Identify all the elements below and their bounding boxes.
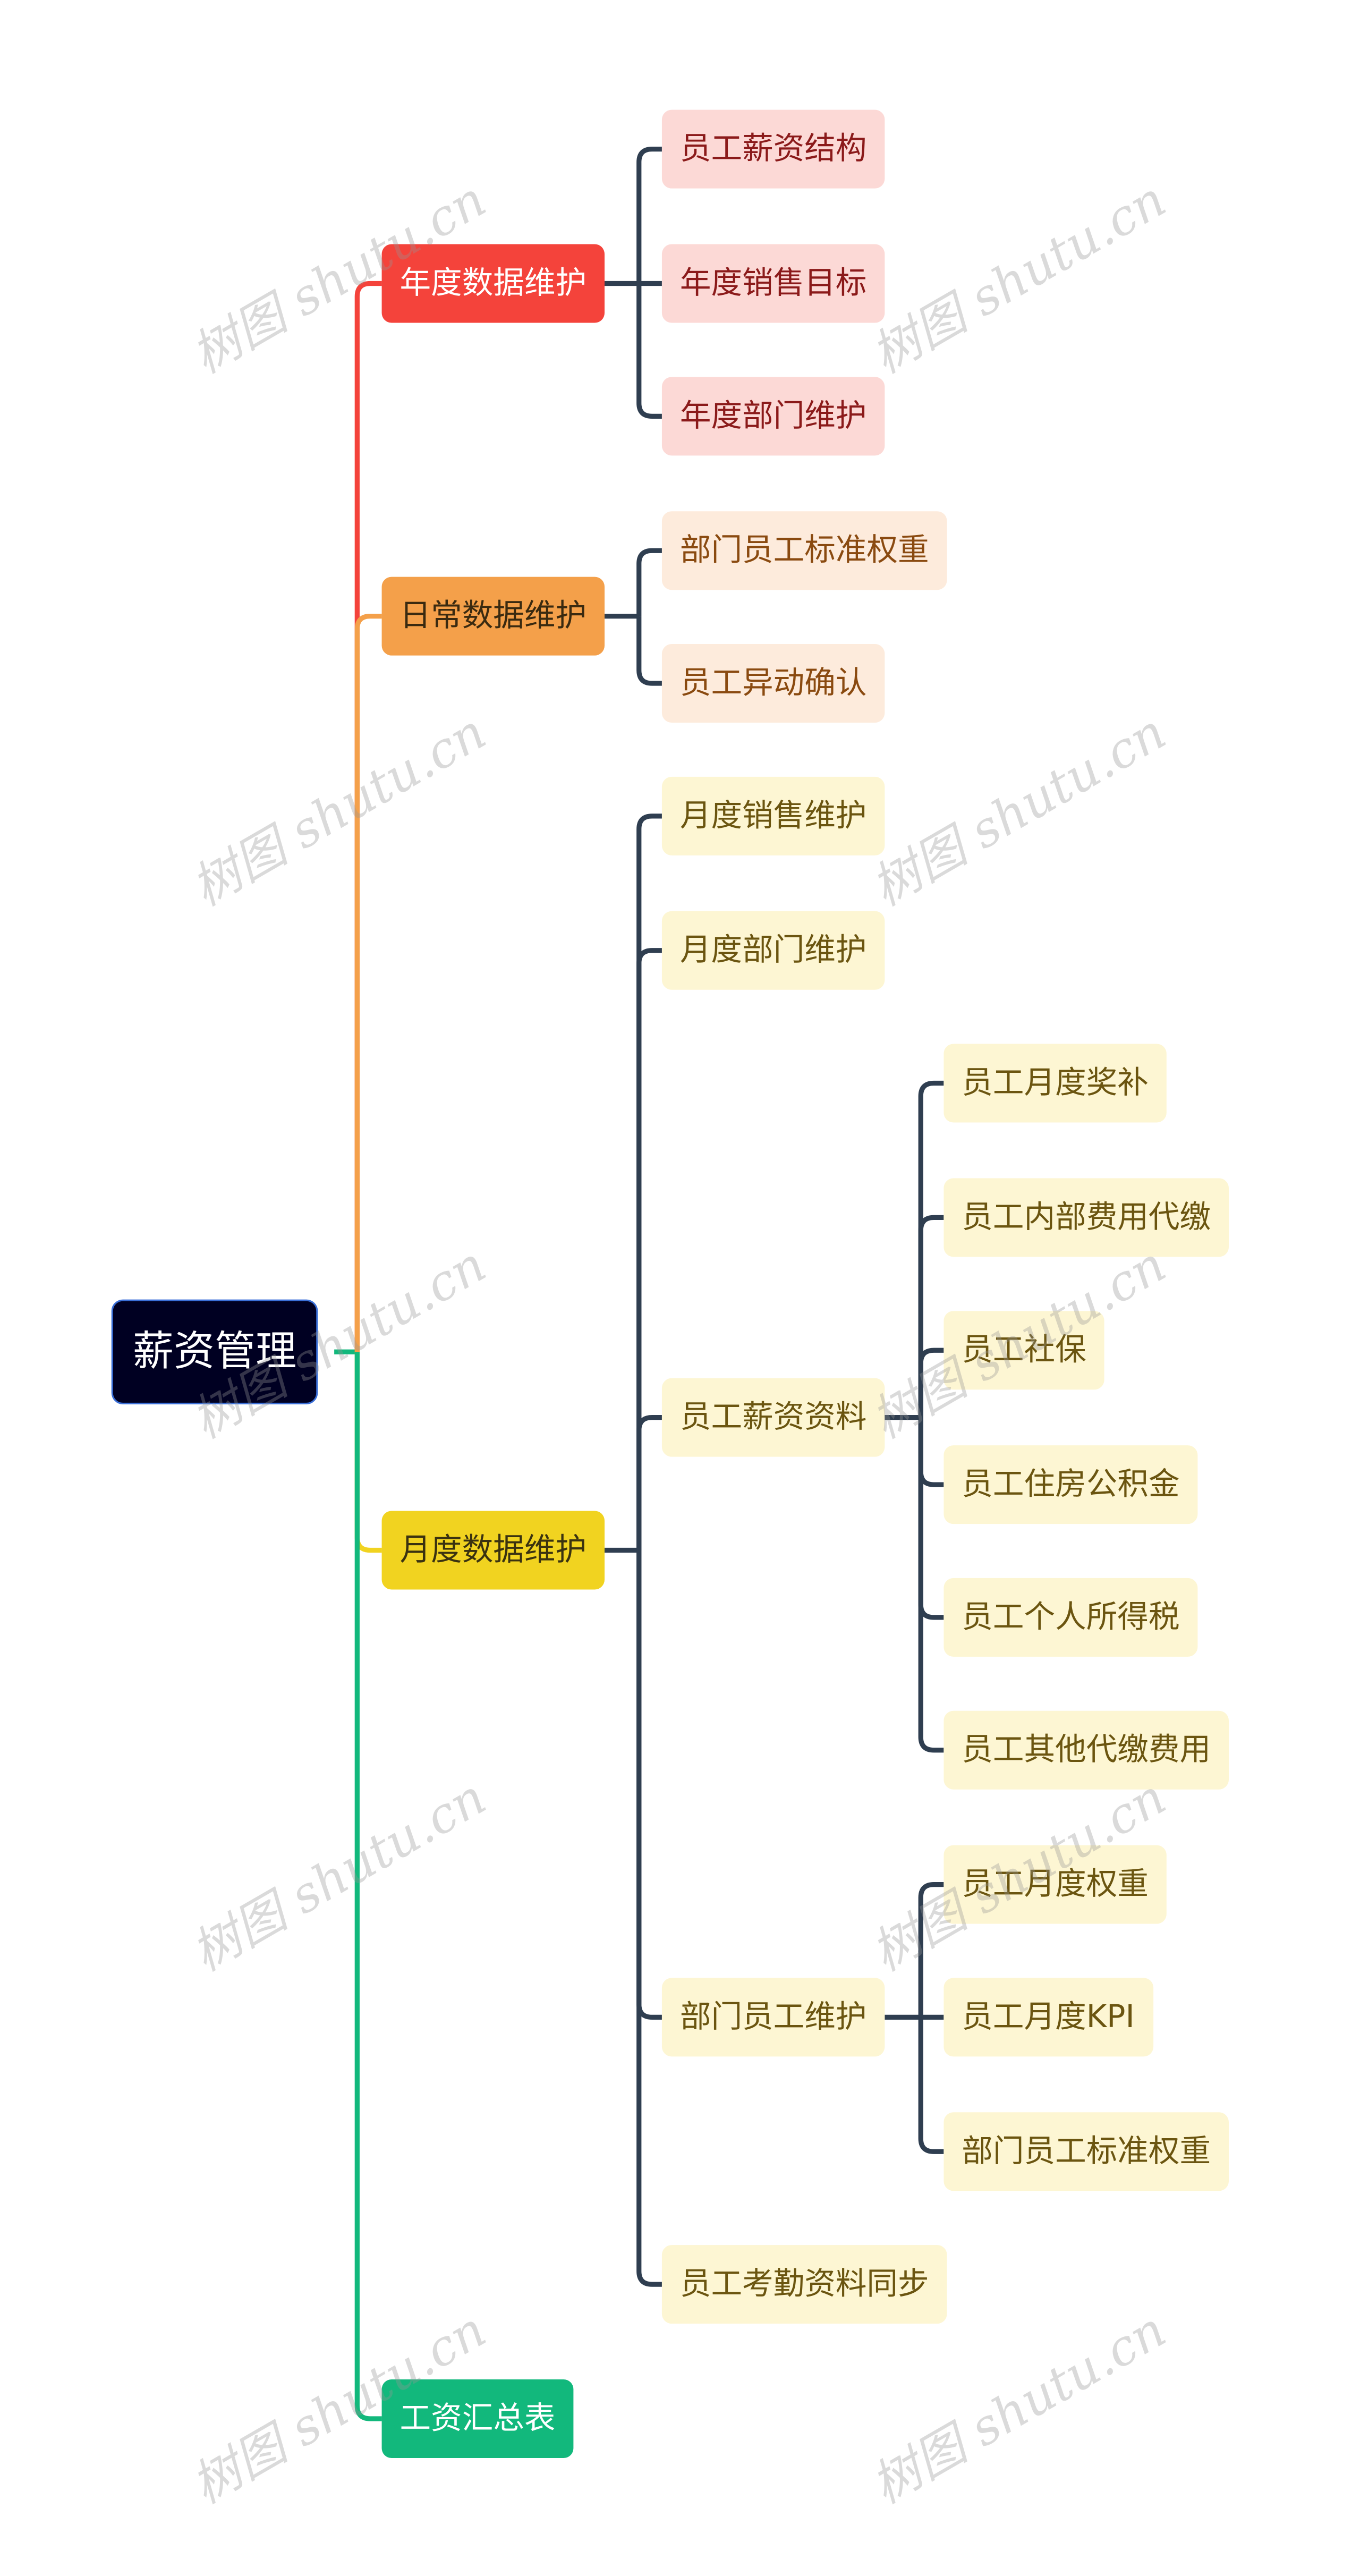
topic-node[interactable]: 年度数据维护 (381, 244, 605, 323)
subtopic-node[interactable]: 年度销售目标 (661, 244, 885, 323)
detail-node[interactable]: 员工月度奖补 (944, 1044, 1167, 1123)
detail-node[interactable]: 员工内部费用代缴 (944, 1178, 1229, 1257)
connector-branch (918, 1417, 944, 1620)
detail-node[interactable]: 员工其他代缴费用 (944, 1710, 1229, 1790)
connector-branch (918, 1882, 944, 2018)
connector-branch (636, 147, 662, 284)
subtopic-node[interactable]: 年度部门维护 (661, 377, 885, 456)
branch-line-1 (354, 613, 382, 1352)
detail-node[interactable]: 员工月度KPI (944, 1978, 1153, 2057)
detail-node[interactable]: 部门员工标准权重 (944, 2112, 1229, 2191)
branch-line-3 (354, 1352, 382, 2421)
connector-branch (636, 1415, 662, 1550)
connector-branch (918, 1348, 944, 1418)
connector-branch (636, 1550, 662, 2020)
subtopic-node[interactable]: 部门员工标准权重 (661, 511, 947, 590)
detail-node[interactable]: 员工月度权重 (944, 1845, 1167, 1924)
detail-node[interactable]: 员工住房公积金 (944, 1445, 1198, 1524)
connector-branch (636, 1550, 662, 2287)
connector-branch (636, 948, 662, 1550)
root-node[interactable]: 薪资管理 (111, 1299, 318, 1404)
subtopic-node[interactable]: 员工薪资资料 (661, 1378, 885, 1457)
connector-branch (636, 616, 662, 686)
connector-branch (918, 1215, 944, 1418)
subtopic-node[interactable]: 部门员工维护 (661, 1978, 885, 2057)
topic-node[interactable]: 工资汇总表 (381, 2379, 574, 2458)
connector-branch (918, 1417, 944, 1487)
subtopic-node[interactable]: 月度销售维护 (661, 776, 885, 855)
connector-branch (918, 2017, 944, 2154)
topic-node[interactable]: 月度数据维护 (381, 1511, 605, 1590)
subtopic-node[interactable]: 员工考勤资料同步 (661, 2245, 947, 2324)
detail-node[interactable]: 员工个人所得税 (944, 1578, 1198, 1657)
branch-line-0 (354, 281, 382, 1352)
topic-node[interactable]: 日常数据维护 (381, 577, 605, 656)
detail-node[interactable]: 员工社保 (944, 1311, 1104, 1390)
connector-branch (918, 1417, 944, 1753)
connector-branch (918, 1080, 944, 1418)
connector-branch (636, 283, 662, 419)
subtopic-node[interactable]: 月度部门维护 (661, 911, 885, 990)
subtopic-node[interactable]: 员工异动确认 (661, 644, 885, 723)
branch-line-2 (354, 1352, 382, 1553)
subtopic-node[interactable]: 员工薪资结构 (661, 109, 885, 189)
connector-branch (636, 548, 662, 616)
connector-branch (636, 814, 662, 1550)
